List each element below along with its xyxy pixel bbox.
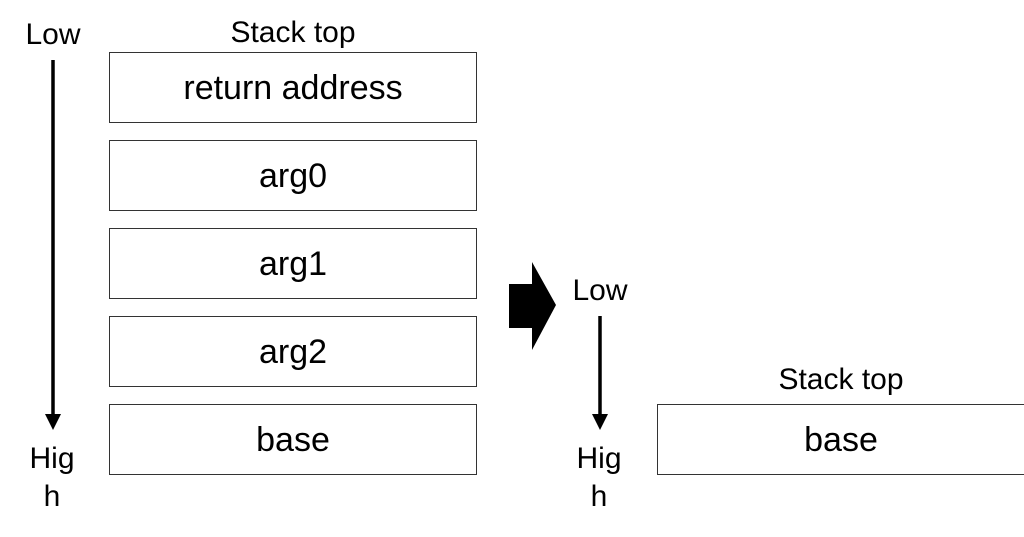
right-high-label-line2: h	[590, 480, 608, 513]
right-stack-top-label: Stack top	[778, 363, 904, 396]
left-stack-slot-arg2: arg2	[109, 316, 477, 387]
right-stack-slot-base: base	[657, 404, 1024, 475]
slot-label: base	[804, 420, 878, 459]
left-stack-slot-arg0: arg0	[109, 140, 477, 211]
transition-arrow-icon	[509, 262, 556, 350]
left-stack-slot-return-address: return address	[109, 52, 477, 123]
left-stack-slot-base: base	[109, 404, 477, 475]
left-high-label-line2: h	[43, 480, 61, 513]
slot-label: arg0	[258, 156, 328, 195]
slot-label: base	[256, 420, 330, 459]
left-stack-top-label: Stack top	[230, 16, 356, 49]
slot-label: arg1	[258, 244, 328, 283]
slot-label: arg2	[258, 332, 328, 371]
left-low-label: Low	[25, 18, 81, 51]
right-high-label-line1: Hig	[576, 442, 622, 475]
right-down-arrow	[592, 316, 608, 430]
right-low-label: Low	[572, 274, 628, 307]
left-stack-slot-arg1: arg1	[109, 228, 477, 299]
slot-label: return address	[183, 68, 403, 107]
left-high-label-line1: Hig	[29, 442, 75, 475]
left-down-arrow	[45, 60, 61, 430]
